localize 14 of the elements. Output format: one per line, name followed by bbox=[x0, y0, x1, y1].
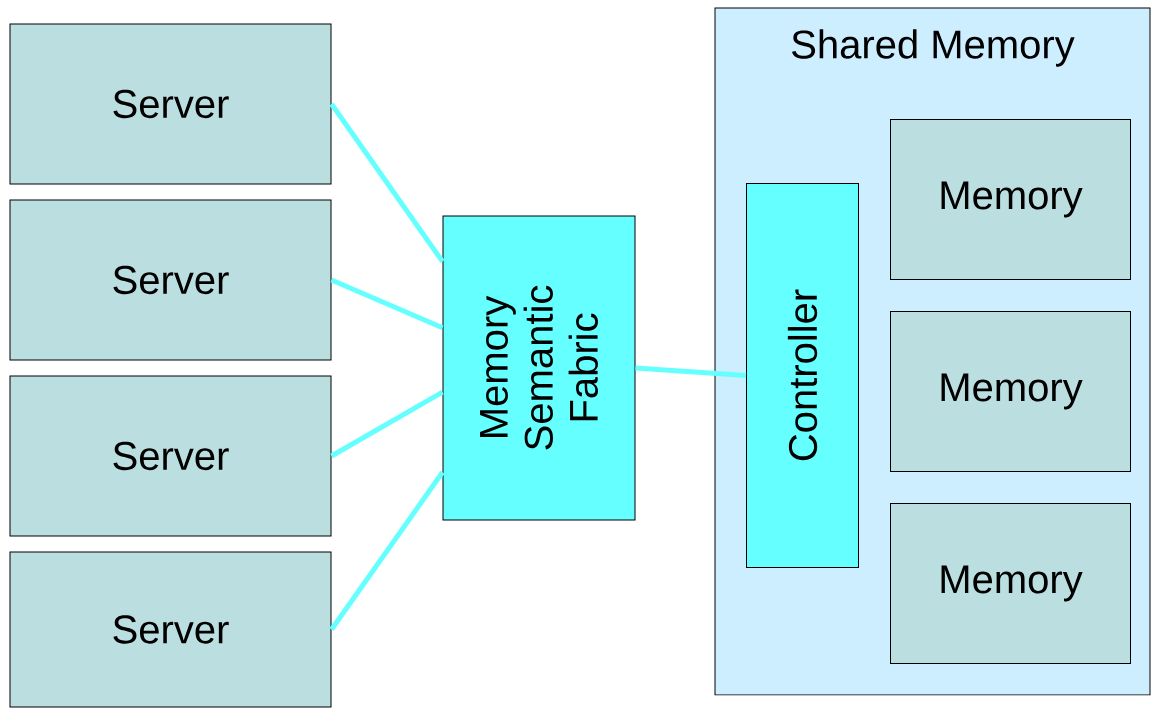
memory-box: Memory bbox=[890, 119, 1131, 280]
connector-line bbox=[329, 102, 445, 263]
connector-line bbox=[635, 365, 747, 378]
controller-box: Controller bbox=[746, 183, 859, 568]
server-box: Server bbox=[9, 551, 332, 708]
memory-box: Memory bbox=[890, 311, 1131, 472]
memory-box: Memory bbox=[890, 503, 1131, 664]
fabric-box: Memory Semantic Fabric bbox=[442, 215, 636, 521]
connector-line bbox=[329, 470, 445, 631]
server-box: Server bbox=[9, 199, 332, 361]
connector-line bbox=[330, 277, 444, 331]
server-box: Server bbox=[9, 375, 332, 537]
connector-line bbox=[330, 389, 444, 459]
server-box: Server bbox=[9, 23, 332, 185]
